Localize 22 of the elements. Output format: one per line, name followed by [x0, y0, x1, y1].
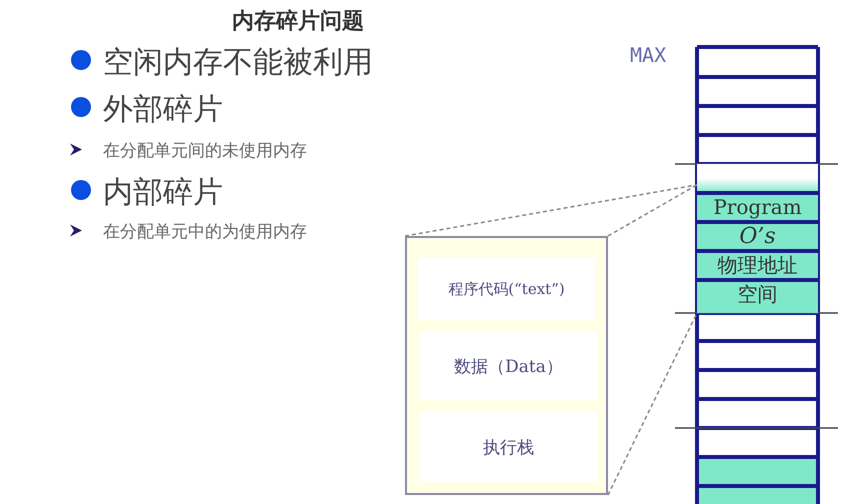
segment-panel — [418, 258, 595, 320]
segment-label: 执行栈 — [483, 436, 534, 458]
segment-panel — [420, 332, 597, 400]
title: 内存碎片问题 — [232, 7, 364, 36]
sub-bullet-text: 在分配单元中的为使用内存 — [103, 221, 307, 243]
segment-label: 程序代码(“text”) — [448, 280, 565, 298]
cell-text: 空间 — [736, 281, 778, 308]
bullet-text: 外部碎片 — [103, 91, 223, 129]
cell-text: O’s — [738, 223, 777, 251]
segment-label: 数据（Data） — [454, 356, 563, 378]
bullet-text: 空闲内存不能被利用 — [103, 44, 373, 82]
program-layout-box — [405, 236, 608, 495]
dashed-connector — [608, 184, 698, 237]
cell-text: 物理地址 — [716, 252, 798, 279]
segment-panel — [420, 412, 597, 482]
max-label: MAX — [630, 43, 666, 67]
dashed-connector — [404, 184, 698, 237]
bullet-text: 内部碎片 — [103, 174, 223, 212]
memory-region — [697, 164, 818, 313]
dashed-connector — [607, 312, 698, 496]
cell-text: Program — [712, 194, 803, 221]
sub-bullet-text: 在分配单元间的未使用内存 — [103, 140, 307, 162]
